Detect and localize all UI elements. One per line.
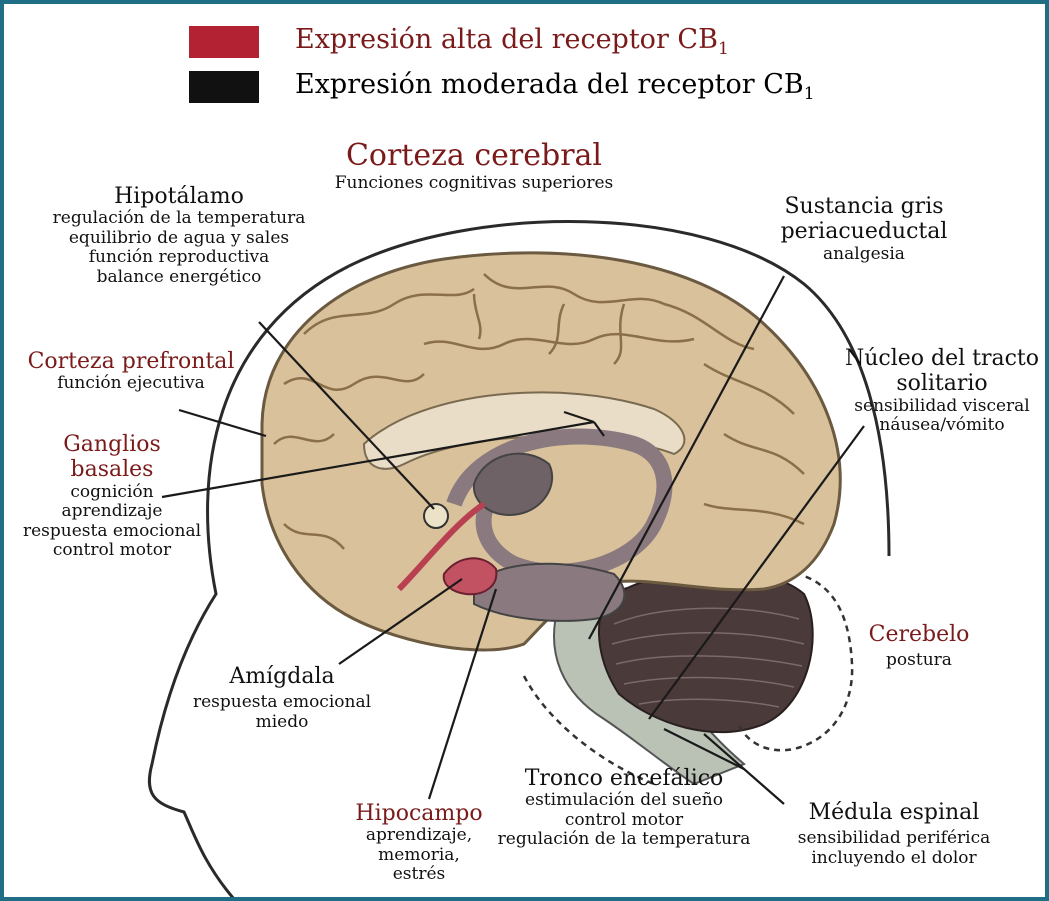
label-corteza-cerebral: Corteza cerebral Funciones cognitivas su… [314, 139, 634, 193]
label-amigdala: Amígdala respuesta emocional miedo [172, 664, 392, 732]
medula-title: Médula espinal [784, 800, 1004, 825]
sustancia-line: analgesia [759, 245, 969, 265]
label-nucleo-tracto-solitario: Núcleo del tracto solitario sensibilidad… [842, 346, 1042, 436]
hipotalamo-line: equilibrio de agua y sales [34, 229, 324, 249]
corteza-prefrontal-line: función ejecutiva [16, 374, 246, 394]
label-hipocampo: Hipocampo aprendizaje, memoria, estrés [344, 801, 494, 885]
nucleo-line: náusea/vómito [842, 416, 1042, 436]
tronco-line: control motor [474, 811, 774, 831]
ganglios-basales-title: basales [12, 457, 212, 482]
medula-line: incluyendo el dolor [784, 849, 1004, 869]
legend-moderate-swatch [189, 71, 259, 103]
sustancia-title: periacueductal [759, 219, 969, 244]
legend-high: Expresión alta del receptor CB1 [189, 24, 729, 59]
medula-line: sensibilidad periférica [784, 829, 1004, 849]
corteza-cerebral-title: Corteza cerebral [314, 139, 634, 174]
sustancia-title: Sustancia gris [759, 194, 969, 219]
amigdala-line: miedo [172, 713, 392, 733]
nucleo-title: solitario [842, 371, 1042, 396]
label-sustancia-gris: Sustancia gris periacueductal analgesia [759, 194, 969, 264]
cerebelo-line: postura [854, 651, 984, 671]
ganglios-basales-line: cognición [12, 483, 212, 503]
label-medula-espinal: Médula espinal sensibilidad periférica i… [784, 800, 1004, 868]
cerebelo-title: Cerebelo [854, 622, 984, 647]
hipocampo-line: estrés [344, 865, 494, 885]
legend-high-swatch [189, 26, 259, 58]
nucleo-title: Núcleo del tracto [842, 346, 1042, 371]
corteza-prefrontal-title: Corteza prefrontal [16, 349, 246, 374]
amigdala-title: Amígdala [172, 664, 392, 689]
ganglios-basales-line: aprendizaje [12, 502, 212, 522]
hipocampo-line: aprendizaje, [344, 826, 494, 846]
hipotalamo-title: Hipotálamo [34, 184, 324, 209]
hipocampo-title: Hipocampo [344, 801, 494, 826]
tronco-line: estimulación del sueño [474, 791, 774, 811]
legend-moderate: Expresión moderada del receptor CB1 [189, 69, 815, 104]
legend-high-label: Expresión alta del receptor CB1 [295, 24, 729, 59]
legend-moderate-label: Expresión moderada del receptor CB1 [295, 69, 815, 104]
label-corteza-prefrontal: Corteza prefrontal función ejecutiva [16, 349, 246, 394]
label-tronco-encefalico: Tronco encefálico estimulación del sueño… [474, 766, 774, 850]
hipotalamo-line: balance energético [34, 268, 324, 288]
hypothalamus-node [424, 504, 448, 528]
hipocampo-line: memoria, [344, 846, 494, 866]
amigdala-line: respuesta emocional [172, 693, 392, 713]
label-hipotalamo: Hipotálamo regulación de la temperatura … [34, 184, 324, 287]
tronco-line: regulación de la temperatura [474, 830, 774, 850]
ganglios-basales-title: Ganglios [12, 432, 212, 457]
ganglios-basales-line: control motor [12, 541, 212, 561]
ganglios-basales-line: respuesta emocional [12, 522, 212, 542]
hipotalamo-line: regulación de la temperatura [34, 209, 324, 229]
label-ganglios-basales: Ganglios basales cognición aprendizaje r… [12, 432, 212, 561]
nucleo-line: sensibilidad visceral [842, 397, 1042, 417]
tronco-title: Tronco encefálico [474, 766, 774, 791]
hipotalamo-line: función reproductiva [34, 248, 324, 268]
label-cerebelo: Cerebelo postura [854, 622, 984, 671]
corteza-cerebral-line: Funciones cognitivas superiores [314, 174, 634, 194]
